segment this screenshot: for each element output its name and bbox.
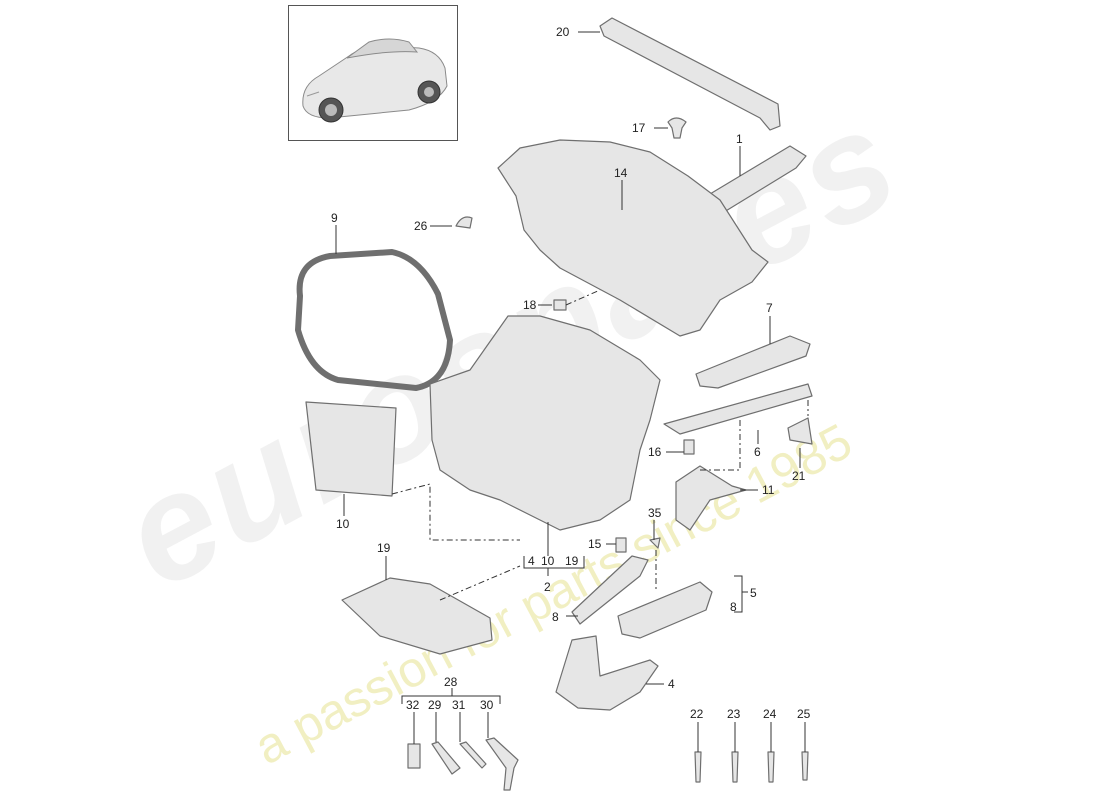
callout-8b: 8 — [730, 600, 737, 614]
callout-30: 30 — [480, 698, 494, 712]
callout-group2-10: 10 — [541, 554, 555, 568]
callout-9: 9 — [331, 211, 338, 225]
callout-25: 25 — [797, 707, 811, 721]
part-32-cartridge — [407, 743, 421, 769]
callout-5: 5 — [750, 586, 757, 600]
callout-10: 10 — [336, 517, 350, 531]
callout-24: 24 — [763, 707, 777, 721]
part-35-clip — [649, 537, 661, 549]
callout-16: 16 — [648, 445, 662, 459]
callout-26: 26 — [414, 219, 428, 233]
part-15-sleeve — [615, 537, 627, 553]
part-2-tub — [429, 315, 661, 531]
part-21-bracket — [787, 417, 813, 445]
dash-19 — [439, 565, 521, 601]
callout-21: 21 — [792, 469, 806, 483]
car-silhouette-icon — [302, 38, 448, 123]
callout-35: 35 — [648, 506, 662, 520]
part-5-assembly — [617, 581, 713, 639]
callout-7: 7 — [766, 301, 773, 315]
callout-8a: 8 — [552, 610, 559, 624]
callout-group2-4: 4 — [528, 554, 535, 568]
part-19-floor — [341, 577, 493, 655]
callout-20: 20 — [556, 25, 570, 39]
callout-29: 29 — [428, 698, 442, 712]
part-8-reinforcement — [571, 555, 649, 625]
callout-1: 1 — [736, 132, 743, 146]
callout-19: 19 — [377, 541, 391, 555]
bracket-group-5 — [734, 575, 743, 613]
bracket-group-28 — [401, 695, 501, 704]
callout-32: 32 — [406, 698, 420, 712]
callout-17: 17 — [632, 121, 646, 135]
callout-18: 18 — [523, 298, 537, 312]
vehicle-thumbnail — [288, 5, 458, 141]
part-16-sleeve — [683, 439, 695, 455]
part-18-nut — [553, 299, 567, 311]
part-7-panel — [695, 335, 811, 389]
part-25-rivet — [801, 751, 809, 781]
callout-14: 14 — [614, 166, 628, 180]
callout-22: 22 — [690, 707, 704, 721]
dash-10 — [391, 483, 520, 541]
part-14-bulkhead — [497, 139, 769, 337]
part-22-rivet — [694, 751, 702, 783]
dash-18 — [565, 289, 601, 306]
callout-28: 28 — [444, 675, 458, 689]
callout-11: 11 — [762, 483, 775, 497]
part-30-gun — [485, 737, 519, 791]
part-29-nozzle — [431, 741, 461, 775]
callout-4: 4 — [668, 677, 675, 691]
part-6-member — [663, 383, 813, 435]
part-10-plate — [305, 401, 397, 497]
callout-2: 2 — [544, 580, 551, 594]
part-26-plug — [455, 216, 473, 229]
bracket-group-2 — [523, 556, 585, 569]
part-17-clip — [667, 117, 687, 139]
callout-31: 31 — [452, 698, 466, 712]
callout-group2-19: 19 — [565, 554, 579, 568]
part-24-rivet — [767, 751, 775, 783]
part-9-seal — [295, 249, 453, 391]
callout-23: 23 — [727, 707, 741, 721]
part-4-lower-section — [555, 635, 659, 711]
part-31-tool — [459, 741, 487, 769]
callout-6: 6 — [754, 445, 761, 459]
callout-15: 15 — [588, 537, 602, 551]
part-20-crossbar — [599, 17, 781, 131]
part-23-rivet — [731, 751, 739, 783]
part-11-bracket — [675, 465, 747, 531]
dash-6 — [700, 420, 741, 471]
